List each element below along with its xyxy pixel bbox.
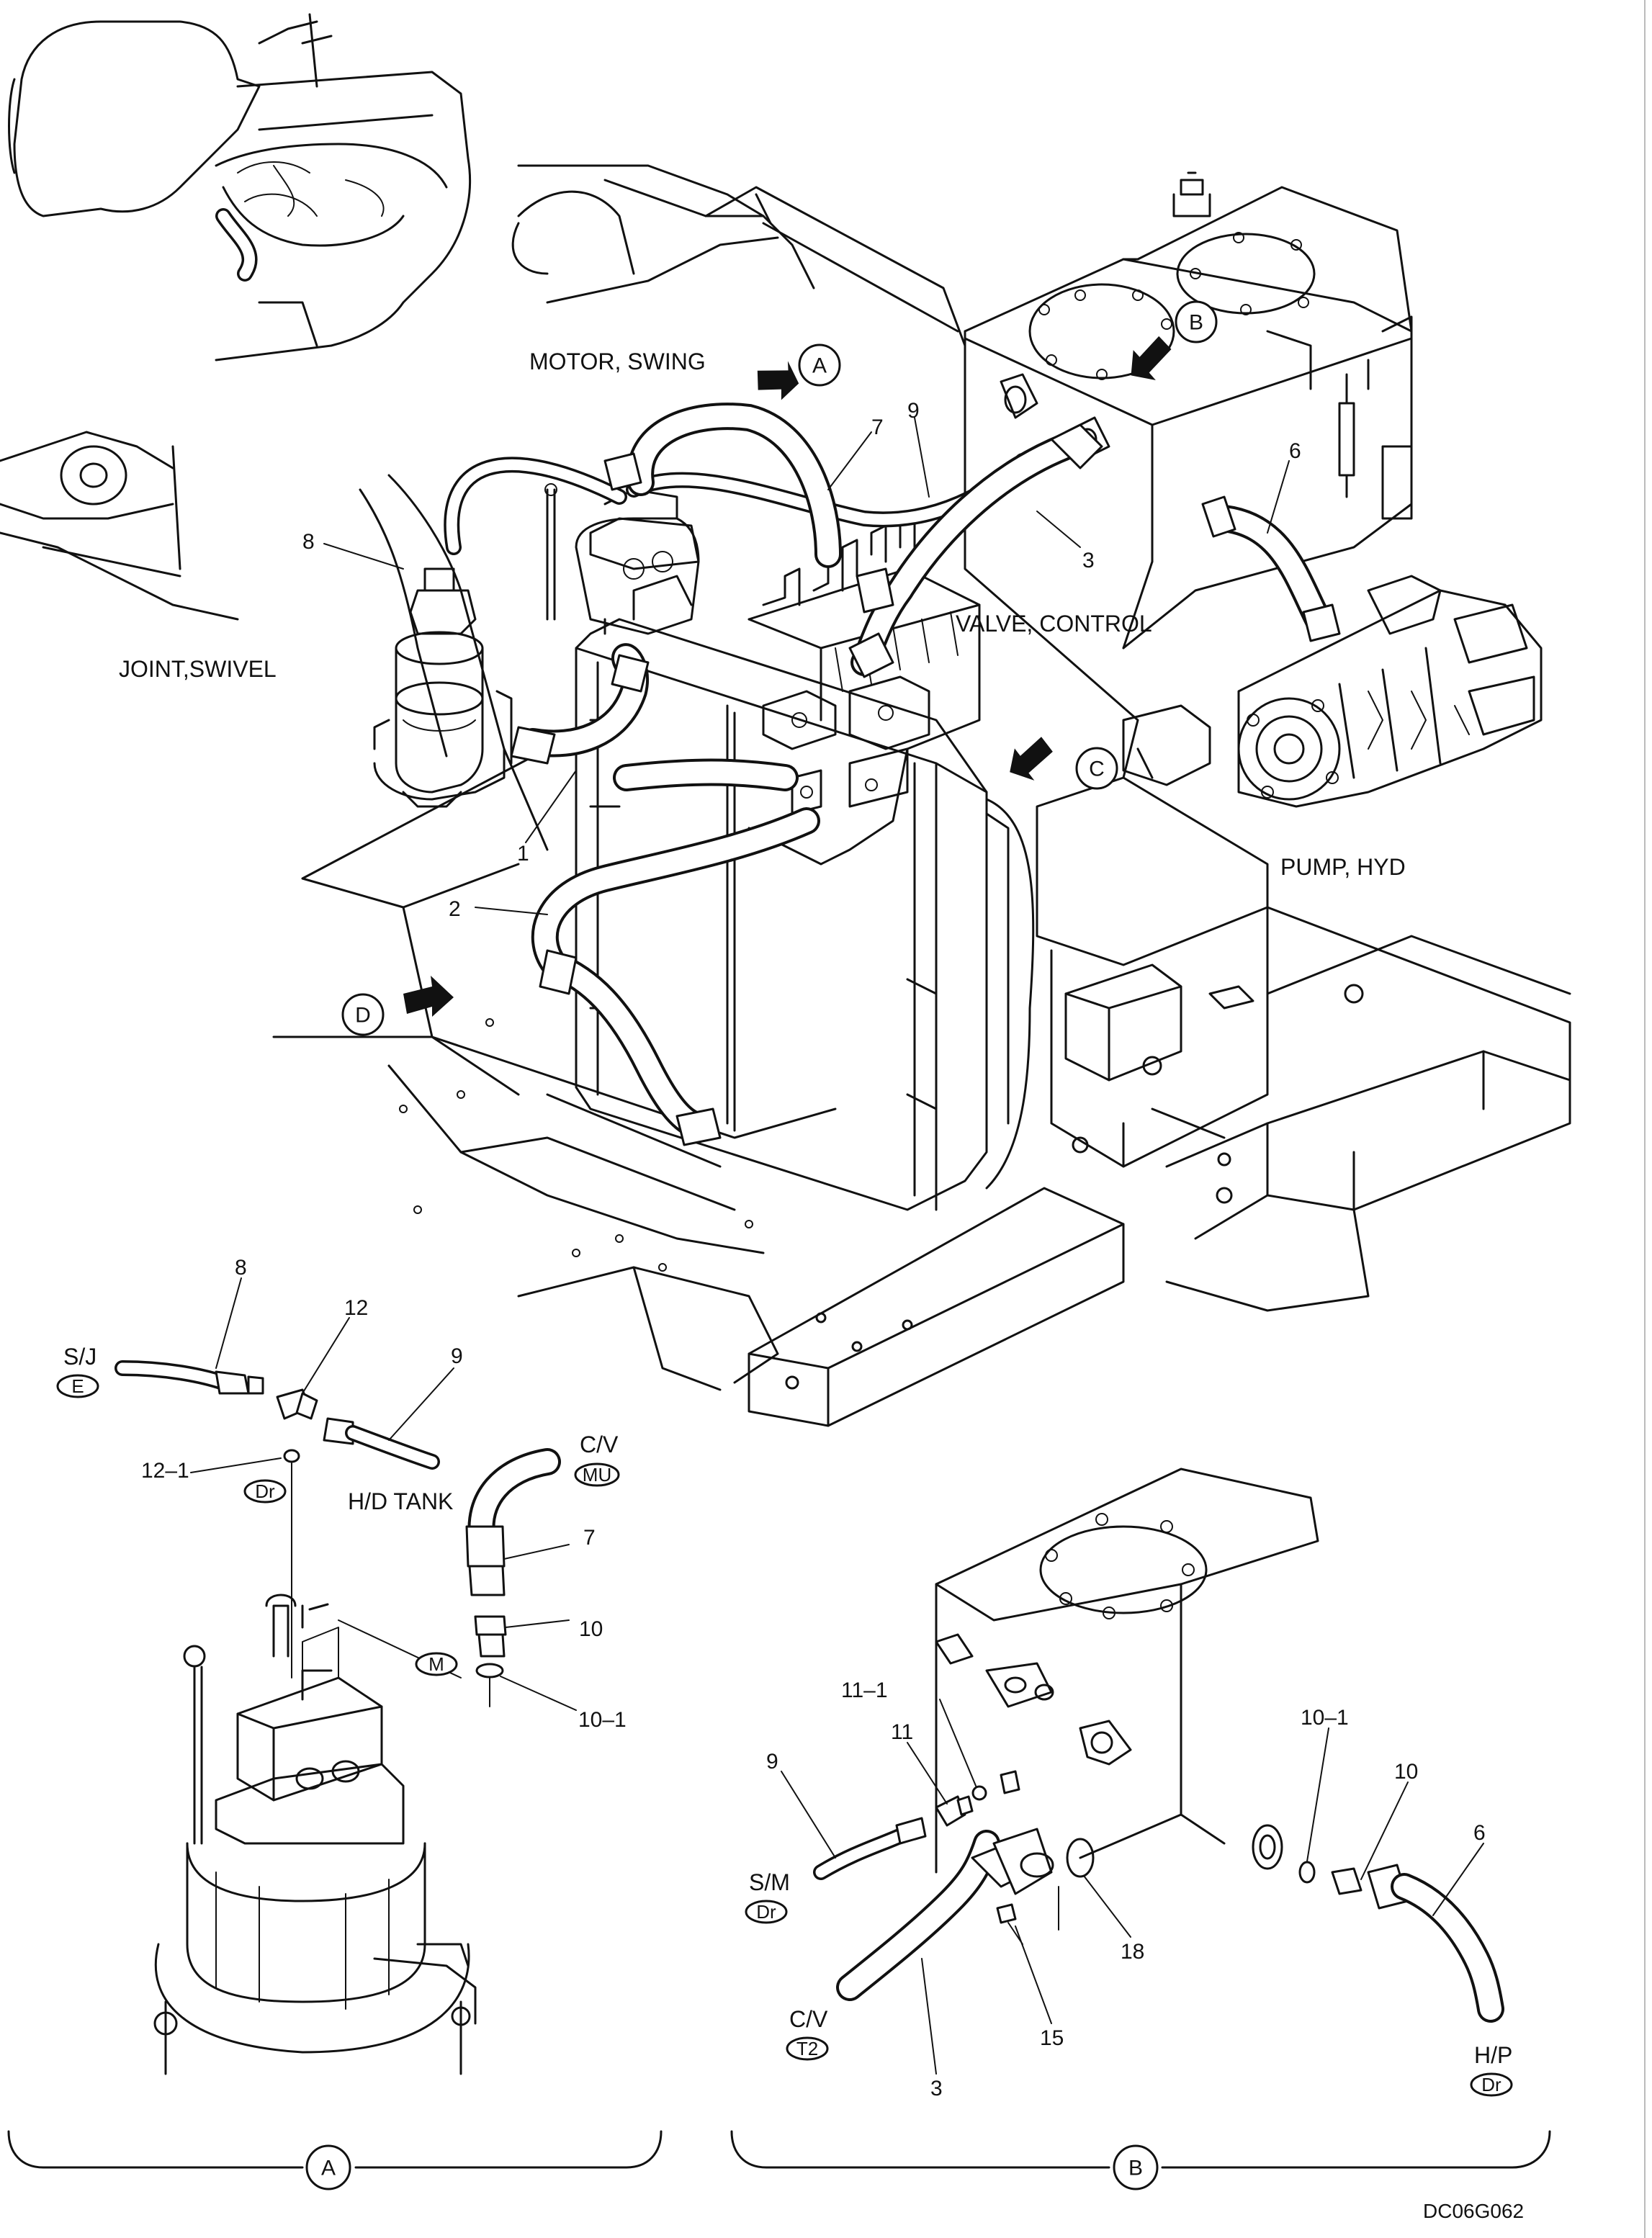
detail-marker-b-text: B bbox=[1128, 2157, 1143, 2180]
leader-lines bbox=[190, 417, 1484, 2075]
port-label-sj: S/J bbox=[63, 1344, 96, 1370]
port-code-m: M bbox=[428, 1653, 444, 1675]
view-marker-c: C bbox=[1075, 747, 1118, 790]
callout-9: 9 bbox=[907, 399, 920, 423]
svg-text:A: A bbox=[812, 354, 827, 378]
callout-1: 1 bbox=[517, 842, 529, 866]
detail-marker-a bbox=[305, 2144, 351, 2190]
detail-b-labels: 11–1 11 9 10–1 10 6 18 15 3 S/M Dr C/V T… bbox=[745, 1678, 1513, 2100]
port-code-dr-sm: Dr bbox=[756, 1901, 776, 1923]
port-code-dr-a: Dr bbox=[255, 1480, 275, 1502]
label-joint-swivel: JOINT,SWIVEL bbox=[119, 656, 277, 682]
boom-bracket-sketch bbox=[0, 431, 239, 621]
upper-frame-structure bbox=[272, 164, 1571, 1427]
port-label-hp: H/P bbox=[1474, 2042, 1512, 2068]
view-arrow-d bbox=[403, 976, 454, 1017]
callout-3: 3 bbox=[1082, 549, 1095, 572]
port-code-t2: T2 bbox=[796, 2038, 818, 2059]
detail-marker-b bbox=[1113, 2144, 1159, 2190]
detail-b-callout-11-1: 11–1 bbox=[841, 1678, 888, 1702]
detail-marker-a-text: A bbox=[321, 2157, 336, 2180]
detail-a-drawing bbox=[115, 1360, 561, 2075]
view-arrow-b bbox=[1131, 336, 1172, 381]
detail-a-callout-8: 8 bbox=[235, 1256, 247, 1280]
callout-7: 7 bbox=[871, 415, 884, 439]
detail-b-callout-15: 15 bbox=[1040, 2026, 1064, 2050]
port-code-dr-hp: Dr bbox=[1481, 2074, 1501, 2095]
svg-text:D: D bbox=[355, 1004, 371, 1028]
detail-a-callout-7: 7 bbox=[583, 1526, 596, 1550]
component-labels: MOTOR, SWING JOINT,SWIVEL VALVE, CONTROL… bbox=[119, 349, 1406, 1514]
port-label-cv-a: C/V bbox=[580, 1432, 619, 1457]
detail-b-callout-6: 6 bbox=[1473, 1821, 1486, 1845]
view-arrows bbox=[403, 336, 1172, 1017]
detail-a-callout-12: 12 bbox=[344, 1296, 368, 1320]
detail-b-callout-3: 3 bbox=[930, 2077, 943, 2100]
detail-a-callout-12-1: 12–1 bbox=[141, 1459, 189, 1483]
hydraulic-pump bbox=[1122, 575, 1543, 808]
port-badge-mu bbox=[574, 1462, 620, 1487]
control-valve bbox=[748, 517, 981, 866]
callout-2: 2 bbox=[449, 897, 461, 921]
label-pump-hyd: PUMP, HYD bbox=[1280, 854, 1406, 880]
main-callouts: 8 7 9 3 6 1 2 bbox=[302, 399, 1301, 921]
svg-text:B: B bbox=[1189, 311, 1203, 335]
port-badge-dr-hp bbox=[1470, 2072, 1513, 2097]
hydraulic-tank bbox=[964, 171, 1413, 779]
port-badge-dr-a bbox=[243, 1479, 287, 1504]
detail-b-callout-11: 11 bbox=[891, 1720, 913, 1744]
label-motor-swing: MOTOR, SWING bbox=[529, 349, 706, 374]
svg-text:C: C bbox=[1089, 758, 1105, 781]
view-markers: A B C D bbox=[341, 300, 1218, 1036]
port-badge-e bbox=[56, 1374, 99, 1398]
view-marker-d: D bbox=[341, 993, 385, 1036]
detail-b-callout-10-1: 10–1 bbox=[1301, 1706, 1349, 1730]
detail-b-callout-10: 10 bbox=[1394, 1760, 1418, 1784]
callout-8: 8 bbox=[302, 530, 315, 554]
detail-b-bracket: B bbox=[730, 2130, 1551, 2190]
detail-a-callout-10-1: 10–1 bbox=[578, 1708, 627, 1732]
figure-code: DC06G062 bbox=[1423, 2200, 1524, 2222]
detail-a-callout-10: 10 bbox=[579, 1617, 603, 1641]
detail-a-bracket: A bbox=[7, 2130, 663, 2190]
port-code-mu: MU bbox=[583, 1464, 611, 1486]
view-arrow-c bbox=[1010, 737, 1053, 781]
callout-6: 6 bbox=[1289, 439, 1301, 463]
view-marker-a: A bbox=[798, 343, 841, 387]
port-badge-t2 bbox=[786, 2036, 829, 2061]
view-marker-b: B bbox=[1175, 300, 1218, 343]
label-valve-control: VALVE, CONTROL bbox=[956, 611, 1152, 637]
detail-a-callout-9: 9 bbox=[451, 1344, 463, 1368]
swivel-joint bbox=[373, 567, 513, 808]
port-label-cv-b: C/V bbox=[789, 2006, 828, 2032]
detail-a-labels: 8 12 9 12–1 7 10 10–1 S/J E Dr C/V MU M bbox=[56, 1256, 627, 1732]
detail-b-callout-9: 9 bbox=[766, 1750, 778, 1774]
detail-b-drawing bbox=[813, 1468, 1504, 2023]
main-hoses bbox=[444, 403, 1341, 1146]
port-badge-dr-sm bbox=[745, 1900, 788, 1924]
detail-b-callout-18: 18 bbox=[1121, 1940, 1144, 1964]
view-arrow-a bbox=[757, 361, 799, 400]
port-label-sm: S/M bbox=[749, 1869, 790, 1895]
port-badge-m bbox=[415, 1652, 458, 1676]
port-code-e: E bbox=[71, 1375, 84, 1397]
cab-sketch bbox=[8, 13, 471, 361]
label-hd-tank: H/D TANK bbox=[348, 1488, 453, 1514]
